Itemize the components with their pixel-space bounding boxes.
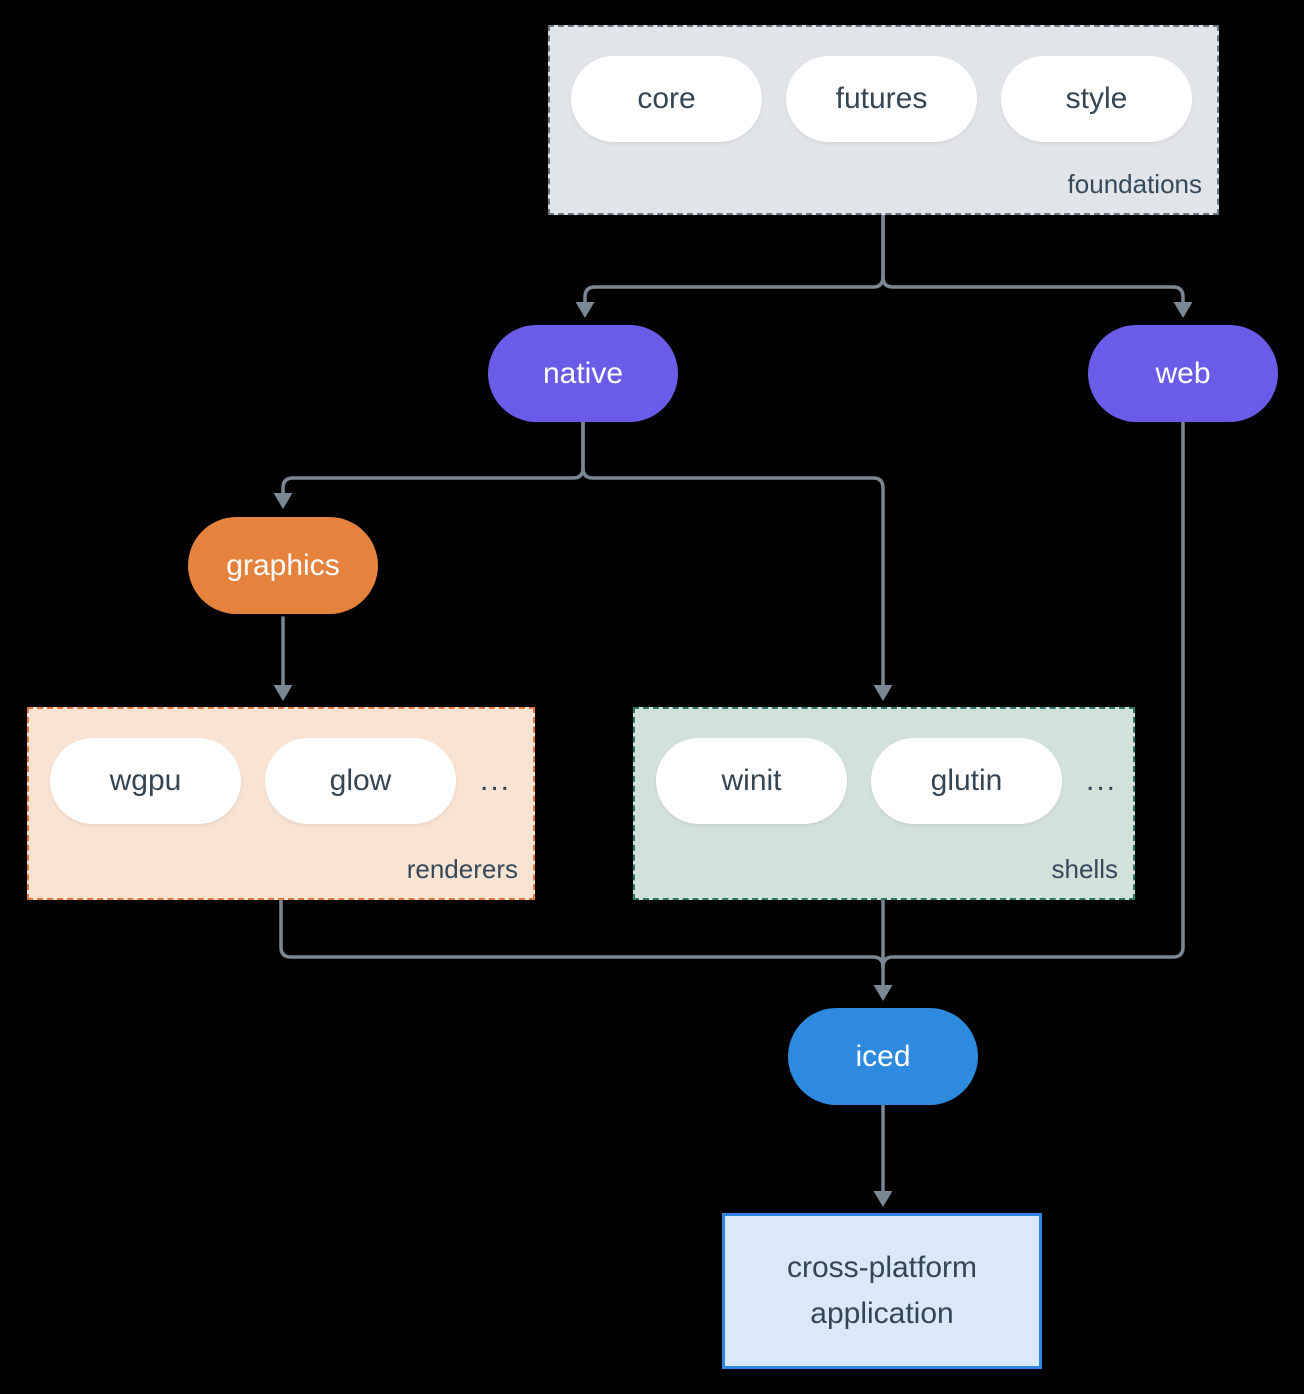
edge-foundations-web xyxy=(881,213,1185,305)
group-shells-label: shells xyxy=(1051,854,1118,884)
node-web: web xyxy=(1088,325,1278,422)
node-iced: iced xyxy=(788,1008,978,1105)
group-renderers-label: renderers xyxy=(406,854,518,884)
group-shells: winit glutin ... shells xyxy=(633,707,1135,900)
group-foundations-label: foundations xyxy=(1067,169,1202,199)
node-glutin: glutin xyxy=(871,738,1062,824)
edge-native-shells xyxy=(581,420,885,688)
node-style: style xyxy=(1001,56,1192,142)
arrowhead-graphics xyxy=(273,493,293,509)
edge-renderers-iced xyxy=(279,898,885,969)
node-wgpu: wgpu xyxy=(50,738,241,824)
arrowhead-application xyxy=(873,1191,893,1207)
arrowhead-web xyxy=(1173,302,1193,318)
arrowhead-renderers xyxy=(273,685,293,701)
application-label-line2: application xyxy=(810,1297,954,1330)
application-label-line1: cross-platform xyxy=(786,1250,978,1284)
foundations-pill-row: core futures style xyxy=(550,27,1217,142)
renderers-more-ellipsis: ... xyxy=(480,764,512,797)
node-native: native xyxy=(488,325,678,422)
arrowhead-iced xyxy=(873,985,893,1001)
edge-foundations-native xyxy=(583,213,885,305)
shells-pill-row: winit glutin ... xyxy=(635,709,1133,824)
node-graphics: graphics xyxy=(188,517,378,614)
node-glow: glow xyxy=(265,738,456,824)
edge-native-graphics xyxy=(281,420,585,496)
group-foundations: core futures style foundations xyxy=(548,25,1219,215)
arrowhead-shells xyxy=(873,685,893,701)
shells-more-ellipsis: ... xyxy=(1086,764,1118,797)
node-core: core xyxy=(571,56,762,142)
group-renderers: wgpu glow ... renderers xyxy=(27,707,535,900)
node-futures: futures xyxy=(786,56,977,142)
arrowhead-native xyxy=(575,302,595,318)
node-winit: winit xyxy=(656,738,847,824)
renderers-pill-row: wgpu glow ... xyxy=(29,709,533,824)
node-cross-platform-application: cross-platform application xyxy=(722,1213,1042,1369)
